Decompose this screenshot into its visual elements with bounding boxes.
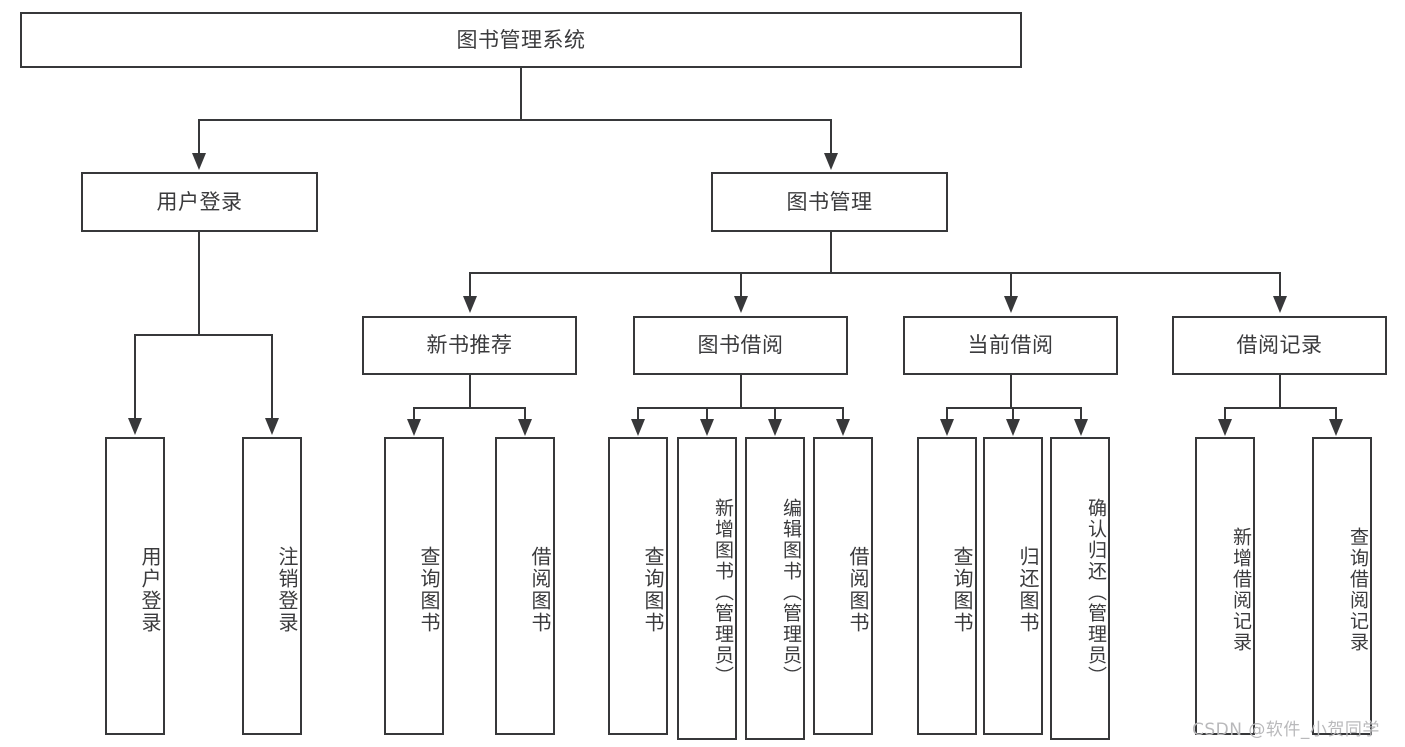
arrowhead-to-new-book-recommend [463,296,477,313]
edge-current-borrow-bus [946,407,1082,409]
edge-bb-to-leaf-3 [774,407,776,420]
edge-bb-to-leaf-4 [842,407,844,420]
edge-nbr-to-leaf-1 [413,407,415,420]
node-label: 图书管理 [786,189,873,214]
node-current-borrow[interactable]: 当前借阅 [903,316,1118,375]
node-borrow-record[interactable]: 借阅记录 [1172,316,1387,375]
edge-bm-to-borrow-record [1279,272,1281,296]
arrowhead-to-leaf-add-book-admin [700,419,714,436]
node-leaf-borrow-book-2[interactable]: 借阅图书 [813,437,873,735]
edge-current-borrow-stem [1010,375,1012,408]
edge-br-to-leaf-1 [1224,407,1226,420]
csdn-watermark: CSDN @软件_小贺同学 [1192,715,1380,740]
edge-new-book-recommend-stem [469,375,471,408]
node-label: 图书管理系统 [456,27,586,52]
arrowhead-to-leaf-query-book-2 [631,419,645,436]
arrowhead-to-current-borrow [1004,296,1018,313]
edge-nbr-to-leaf-2 [524,407,526,420]
node-label: 图书借阅 [697,333,784,358]
node-leaf-user-login[interactable]: 用户登录 [105,437,165,735]
node-leaf-logout-login[interactable]: 注销登录 [242,437,302,735]
node-label: 归还图书 [1016,546,1040,634]
node-label: 注销登录 [275,546,299,634]
node-leaf-add-borrow-record[interactable]: 新增借阅记录 [1195,437,1255,735]
edge-bm-to-current-borrow [1010,272,1012,296]
edge-borrow-record-stem [1279,375,1281,408]
node-label: 查询图书 [641,546,665,634]
node-leaf-query-book-2[interactable]: 查询图书 [608,437,668,735]
edge-bm-to-new-book-recommend [469,272,471,296]
edge-bb-to-leaf-1 [637,407,639,420]
node-leaf-query-borrow-record[interactable]: 查询借阅记录 [1312,437,1372,735]
node-label: 借阅图书 [528,546,552,634]
arrowhead-to-leaf-edit-book-admin [768,419,782,436]
node-leaf-return-book[interactable]: 归还图书 [983,437,1043,735]
node-leaf-query-book-1[interactable]: 查询图书 [384,437,444,735]
node-leaf-query-book-3[interactable]: 查询图书 [917,437,977,735]
edge-book-borrow-bus [637,407,844,409]
arrowhead-to-user-login [192,153,206,170]
edge-bm-to-book-borrow [740,272,742,296]
node-leaf-edit-book-admin[interactable]: 编辑图书（管理员） [745,437,805,740]
node-root-book-management-system[interactable]: 图书管理系统 [20,12,1022,68]
arrowhead-to-leaf-user-login [128,418,142,435]
edge-cb-to-leaf-2 [1012,407,1014,420]
edge-user-login-to-leaf-2 [271,334,273,418]
node-label: 查询借阅记录 [1347,527,1369,653]
arrowhead-to-leaf-borrow-book-2 [836,419,850,436]
edge-root-stem [520,68,522,120]
edge-root-to-user-login [198,119,200,155]
arrowhead-to-leaf-borrow-book-1 [518,419,532,436]
node-label: 借阅图书 [846,546,870,634]
node-label: 查询图书 [950,546,974,634]
edge-book-management-stem [830,232,832,273]
edge-cb-to-leaf-1 [946,407,948,420]
node-label: 新增借阅记录 [1230,527,1252,653]
watermark-text: CSDN @软件_小贺同学 [1192,720,1380,740]
node-label: 新增图书（管理员） [712,498,734,687]
arrowhead-to-book-management [824,153,838,170]
node-label: 当前借阅 [967,333,1054,358]
edge-root-to-book-management [830,119,832,155]
edge-br-to-leaf-2 [1335,407,1337,420]
edge-book-borrow-stem [740,375,742,408]
node-user-login[interactable]: 用户登录 [81,172,318,232]
arrowhead-to-leaf-return-book [1006,419,1020,436]
arrowhead-to-book-borrow [734,296,748,313]
arrowhead-to-leaf-query-borrow-record [1329,419,1343,436]
arrowhead-to-borrow-record [1273,296,1287,313]
arrowhead-to-leaf-query-book-1 [407,419,421,436]
edge-user-login-to-leaf-1 [134,334,136,418]
edge-user-login-stem [198,232,200,335]
node-label: 新书推荐 [426,333,513,358]
edge-root-bus [198,119,832,121]
edge-book-management-bus [469,272,1281,274]
edge-new-book-recommend-bus [413,407,526,409]
node-label: 用户登录 [138,546,162,634]
node-label: 查询图书 [417,546,441,634]
edge-cb-to-leaf-3 [1080,407,1082,420]
node-book-borrow[interactable]: 图书借阅 [633,316,848,375]
arrowhead-to-leaf-confirm-return-admin [1074,419,1088,436]
edge-bb-to-leaf-2 [706,407,708,420]
arrowhead-to-leaf-add-borrow-record [1218,419,1232,436]
node-label: 编辑图书（管理员） [780,498,802,687]
arrowhead-to-leaf-query-book-3 [940,419,954,436]
arrowhead-to-leaf-logout-login [265,418,279,435]
node-label: 借阅记录 [1236,333,1323,358]
edge-user-login-bus [134,334,273,336]
node-book-management[interactable]: 图书管理 [711,172,948,232]
node-leaf-add-book-admin[interactable]: 新增图书（管理员） [677,437,737,740]
edge-borrow-record-bus [1224,407,1337,409]
node-leaf-borrow-book-1[interactable]: 借阅图书 [495,437,555,735]
node-leaf-confirm-return-admin[interactable]: 确认归还（管理员） [1050,437,1110,740]
node-label: 用户登录 [156,189,243,214]
node-new-book-recommend[interactable]: 新书推荐 [362,316,577,375]
node-label: 确认归还（管理员） [1085,498,1107,687]
